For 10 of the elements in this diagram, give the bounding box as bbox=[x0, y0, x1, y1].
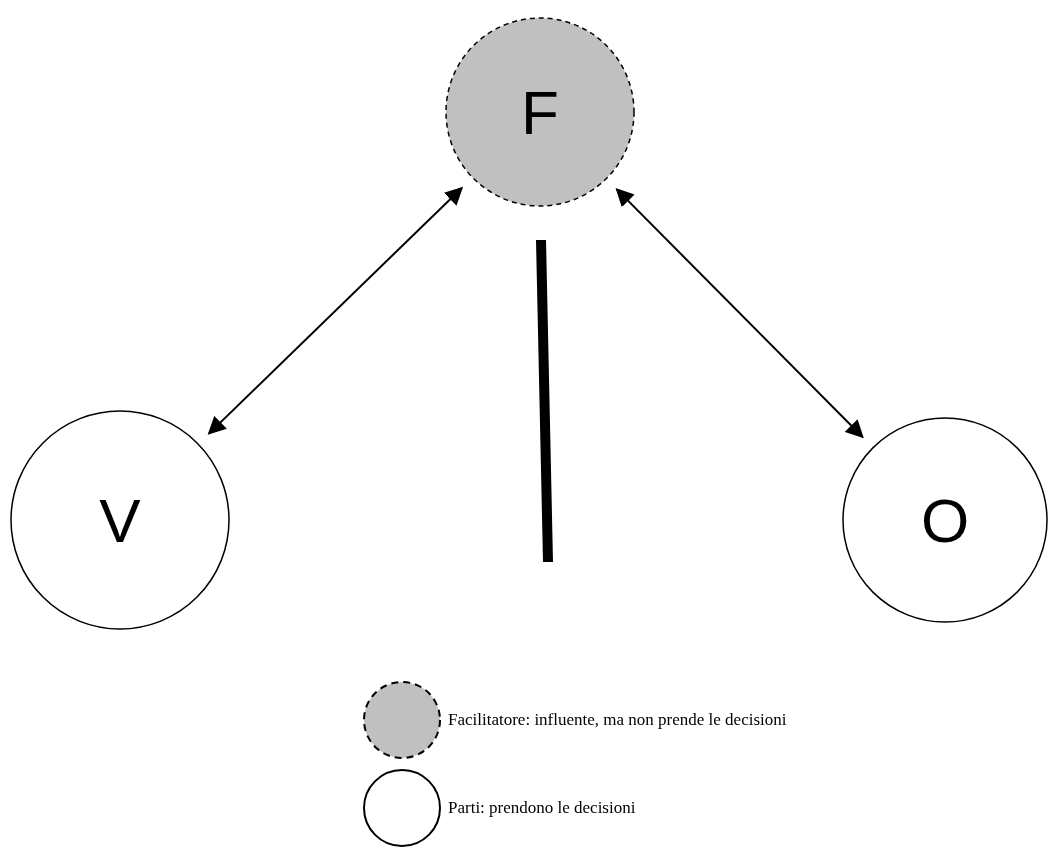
legend-text: Parti: prendono le decisioni bbox=[448, 798, 636, 818]
node-letter: F bbox=[521, 76, 559, 148]
node-letter: V bbox=[99, 484, 141, 556]
circle-node bbox=[445, 17, 635, 207]
circle-node bbox=[10, 410, 230, 630]
node-letter: O bbox=[920, 484, 970, 556]
double-arrow bbox=[207, 186, 464, 435]
circle-node bbox=[842, 417, 1048, 623]
legend-text: Facilitatore: influente, ma non prende le decisioni bbox=[448, 710, 787, 730]
double-arrow bbox=[615, 188, 864, 439]
